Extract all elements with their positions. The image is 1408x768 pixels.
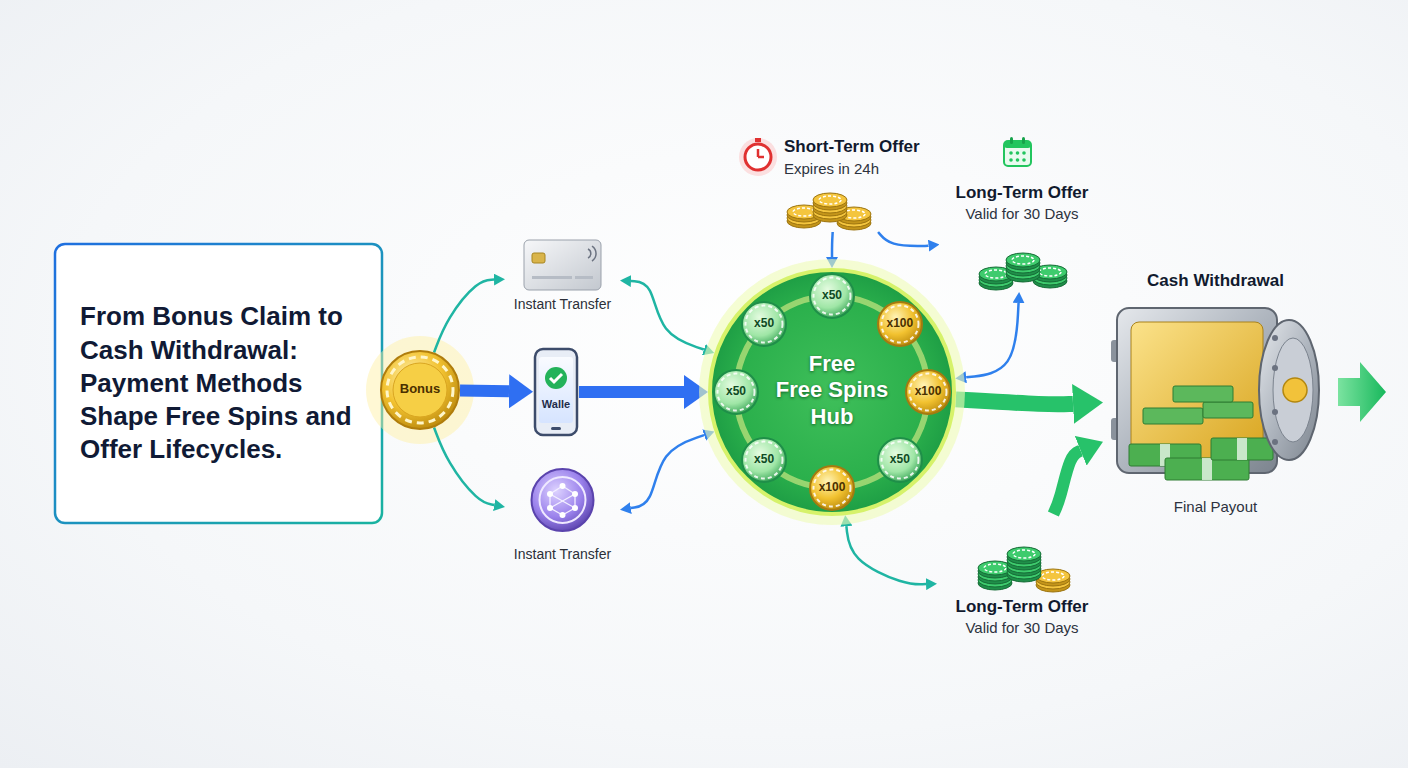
flow-arrow — [579, 386, 684, 398]
offer-card: Long-Term OfferValid for 30 Days — [940, 180, 1105, 292]
node-sublabel: Valid for 30 Days — [965, 205, 1078, 223]
crypto-coin: Instant Transfer — [505, 466, 620, 570]
multiplier-chip: x100 — [809, 465, 855, 511]
withdrawal-vault: Cash WithdrawalFinal Payout — [1103, 268, 1328, 526]
node-label: Instant Transfer — [514, 546, 611, 563]
node-sublabel: Final Payout — [1174, 498, 1257, 516]
flow-arrow — [878, 232, 928, 246]
node-label: Short-Term Offer — [784, 136, 920, 157]
flow-arrow — [831, 232, 834, 257]
multiplier-chip: x100 — [877, 301, 923, 347]
multiplier-chip: x50 — [809, 273, 855, 319]
node-sublabel: Free Spins Hub — [766, 376, 898, 430]
multiplier-chip: x50 — [713, 369, 759, 415]
exit-arrow — [1338, 362, 1386, 422]
node-label: Long-Term Offer — [956, 182, 1089, 203]
payment-card: Instant Transfer — [505, 238, 620, 318]
offer-card: Long-Term OfferValid for 30 Days — [937, 514, 1107, 646]
bonus-glow — [366, 336, 474, 444]
multiplier-chip: x50 — [741, 301, 787, 347]
withdrawal-vault-art — [1103, 268, 1328, 526]
node-label: x50 — [822, 288, 842, 303]
wallet-phone-art — [533, 348, 579, 436]
title-frame — [55, 244, 382, 523]
flow-arrow — [631, 281, 704, 349]
node-label: Instant Transfer — [514, 296, 611, 313]
node-sublabel: Valid for 30 Days — [965, 619, 1078, 637]
multiplier-chip: x100 — [905, 369, 951, 415]
flow-arrow — [1053, 451, 1080, 514]
calendar-icon — [1004, 137, 1031, 166]
hub-circle: FreeFree Spins Hub x50 x50 x100 x50 x100 x50 x5… — [702, 262, 962, 522]
node-label: Free — [809, 350, 855, 377]
flow-arrow — [966, 303, 1018, 377]
offer-card: Short-Term OfferExpires in 24h — [738, 132, 933, 232]
multiplier-chip: x50 — [877, 437, 923, 483]
multiplier-chip: x50 — [741, 437, 787, 483]
flow-arrow — [460, 385, 509, 398]
flow-arrow — [631, 435, 704, 508]
node-label: x50 — [726, 384, 746, 399]
wallet-phone: Walle — [533, 348, 579, 436]
flow-arrow — [956, 399, 1073, 404]
node-label: x50 — [754, 452, 774, 467]
node-label: Long-Term Offer — [956, 596, 1089, 617]
node-label: x100 — [915, 384, 942, 399]
bonus-chip: Bonus — [380, 350, 460, 430]
node-label: Bonus — [400, 381, 440, 397]
flow-arrow — [434, 280, 494, 353]
node-sublabel: Expires in 24h — [784, 160, 879, 178]
flow-arrow — [434, 427, 494, 505]
node-label: x50 — [890, 452, 910, 467]
diagram-title: From Bonus Claim to Cash Withdrawal: Pay… — [80, 300, 368, 466]
node-label: x50 — [754, 316, 774, 331]
node-label: x100 — [819, 480, 846, 495]
node-label: Cash Withdrawal — [1147, 270, 1284, 291]
node-label: Walle — [542, 398, 570, 411]
flow-arrow — [846, 526, 926, 584]
node-label: x100 — [887, 316, 914, 331]
